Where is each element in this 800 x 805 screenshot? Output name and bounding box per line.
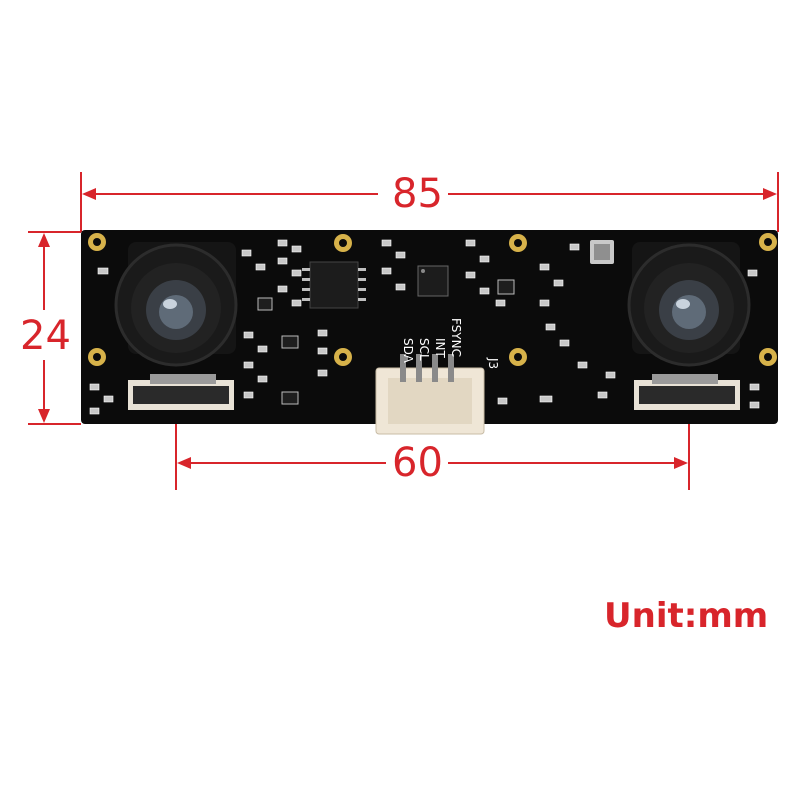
- lens-spacing-label: 60: [392, 440, 443, 486]
- right-lens: [627, 242, 751, 367]
- height-dimension-arrow: [38, 233, 50, 423]
- transistors: [257, 279, 515, 405]
- smd-components: [89, 239, 760, 415]
- connector-label: J3: [486, 357, 500, 369]
- sensor-chip: [417, 265, 449, 297]
- pin-labels: SDA SCL INT FSYNC J3: [401, 318, 500, 369]
- pin-label-int: INT: [433, 338, 447, 359]
- imu-chip: [302, 261, 366, 309]
- left-lens: [114, 242, 238, 367]
- four-pin-connector: [375, 354, 485, 435]
- crystal-oscillator: [590, 240, 614, 264]
- pin-label-scl: SCL: [417, 338, 431, 361]
- lens-spacing-arrow: [177, 457, 688, 469]
- left-fpc-connector: [128, 374, 234, 410]
- pin-label-sda: SDA: [401, 338, 415, 364]
- pcb-board: SDA SCL INT FSYNC J3: [81, 230, 778, 435]
- height-label: 24: [20, 313, 71, 359]
- right-fpc-connector: [634, 374, 740, 410]
- pin-label-fsync: FSYNC: [449, 318, 463, 357]
- width-label: 85: [392, 171, 443, 217]
- width-dimension-arrow: [82, 188, 777, 200]
- unit-label: Unit:mm: [604, 596, 769, 636]
